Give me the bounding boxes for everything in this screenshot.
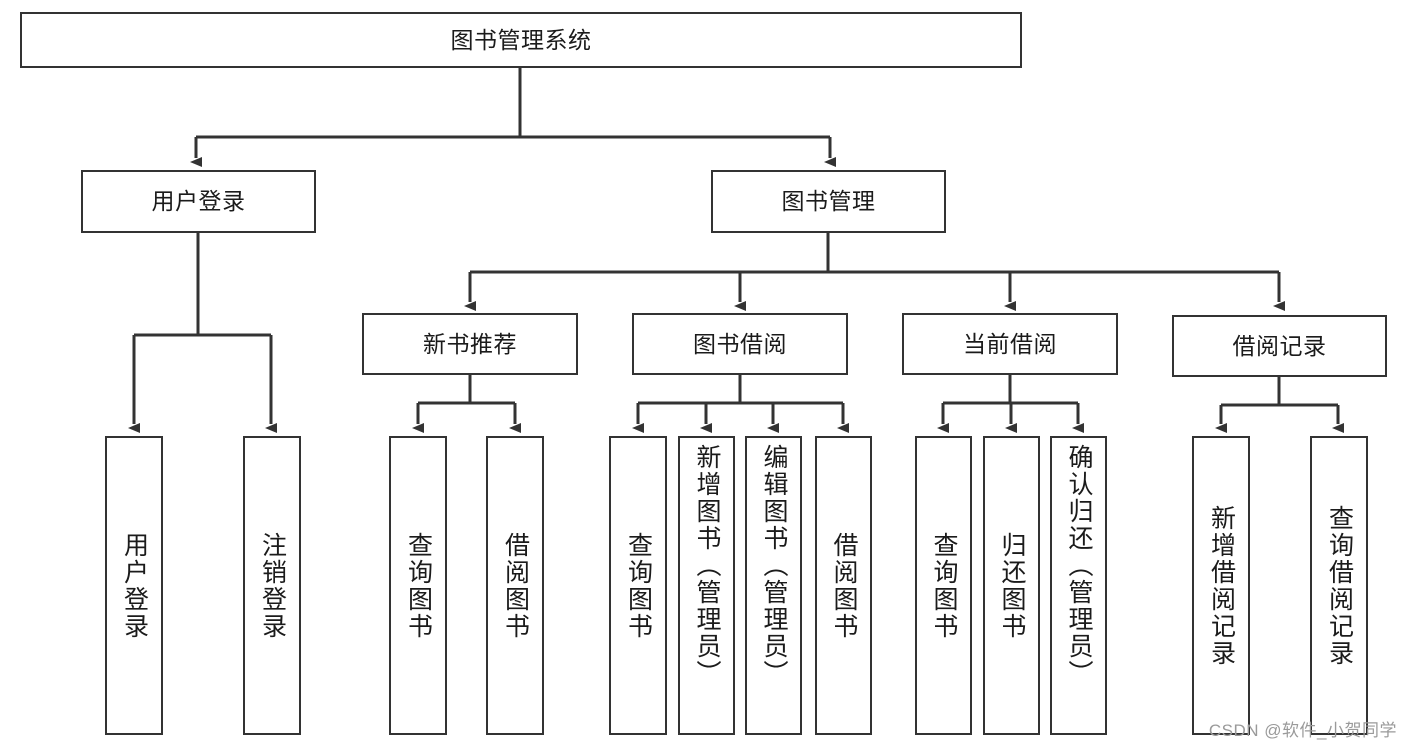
node-root[interactable]: 图书管理系统: [20, 12, 1022, 68]
node-leaf-confirm-return-label: 确认归还（管理员）: [1065, 444, 1093, 687]
node-user-login[interactable]: 用户登录: [81, 170, 316, 233]
node-leaf-add-book-label: 新增图书（管理员）: [693, 444, 721, 687]
node-leaf-borrow-book-2[interactable]: 借阅图书: [815, 436, 872, 735]
node-leaf-add-record[interactable]: 新增借阅记录: [1192, 436, 1250, 735]
node-leaf-add-record-label: 新增借阅记录: [1207, 504, 1236, 667]
node-leaf-query-book-1-label: 查询图书: [404, 531, 433, 640]
node-leaf-logout[interactable]: 注销登录: [243, 436, 301, 735]
node-book-manage[interactable]: 图书管理: [711, 170, 946, 233]
node-leaf-return-book-label: 归还图书: [998, 531, 1026, 640]
node-leaf-borrow-book-2-label: 借阅图书: [830, 531, 858, 640]
node-book-borrow-label: 图书借阅: [693, 330, 787, 357]
node-book-borrow[interactable]: 图书借阅: [632, 313, 848, 375]
node-leaf-edit-book[interactable]: 编辑图书（管理员）: [745, 436, 802, 735]
node-user-login-label: 用户登录: [151, 188, 246, 215]
node-new-book-recommend[interactable]: 新书推荐: [362, 313, 578, 375]
node-leaf-borrow-book-1[interactable]: 借阅图书: [486, 436, 544, 735]
node-borrow-record[interactable]: 借阅记录: [1172, 315, 1387, 377]
node-leaf-logout-label: 注销登录: [258, 531, 287, 640]
node-leaf-query-record[interactable]: 查询借阅记录: [1310, 436, 1368, 735]
node-current-borrow-label: 当前借阅: [963, 330, 1057, 357]
node-leaf-query-book-3-label: 查询图书: [930, 531, 958, 640]
node-leaf-return-book[interactable]: 归还图书: [983, 436, 1040, 735]
node-book-manage-label: 图书管理: [781, 188, 876, 215]
node-leaf-edit-book-label: 编辑图书（管理员）: [760, 444, 788, 687]
node-leaf-query-book-1[interactable]: 查询图书: [389, 436, 447, 735]
node-leaf-query-record-label: 查询借阅记录: [1325, 504, 1354, 667]
node-leaf-confirm-return[interactable]: 确认归还（管理员）: [1050, 436, 1107, 735]
node-borrow-record-label: 借阅记录: [1232, 332, 1327, 359]
node-current-borrow[interactable]: 当前借阅: [902, 313, 1118, 375]
csdn-watermark: CSDN @软件_小贺同学: [1208, 721, 1397, 740]
node-leaf-borrow-book-1-label: 借阅图书: [501, 531, 530, 640]
node-new-book-recommend-label: 新书推荐: [423, 330, 517, 357]
node-leaf-query-book-2[interactable]: 查询图书: [609, 436, 667, 735]
node-root-label: 图书管理系统: [450, 26, 592, 53]
node-leaf-query-book-2-label: 查询图书: [624, 531, 653, 640]
node-leaf-add-book[interactable]: 新增图书（管理员）: [678, 436, 735, 735]
node-leaf-user-login[interactable]: 用户登录: [105, 436, 163, 735]
node-leaf-query-book-3[interactable]: 查询图书: [915, 436, 972, 735]
node-leaf-user-login-label: 用户登录: [120, 531, 149, 640]
